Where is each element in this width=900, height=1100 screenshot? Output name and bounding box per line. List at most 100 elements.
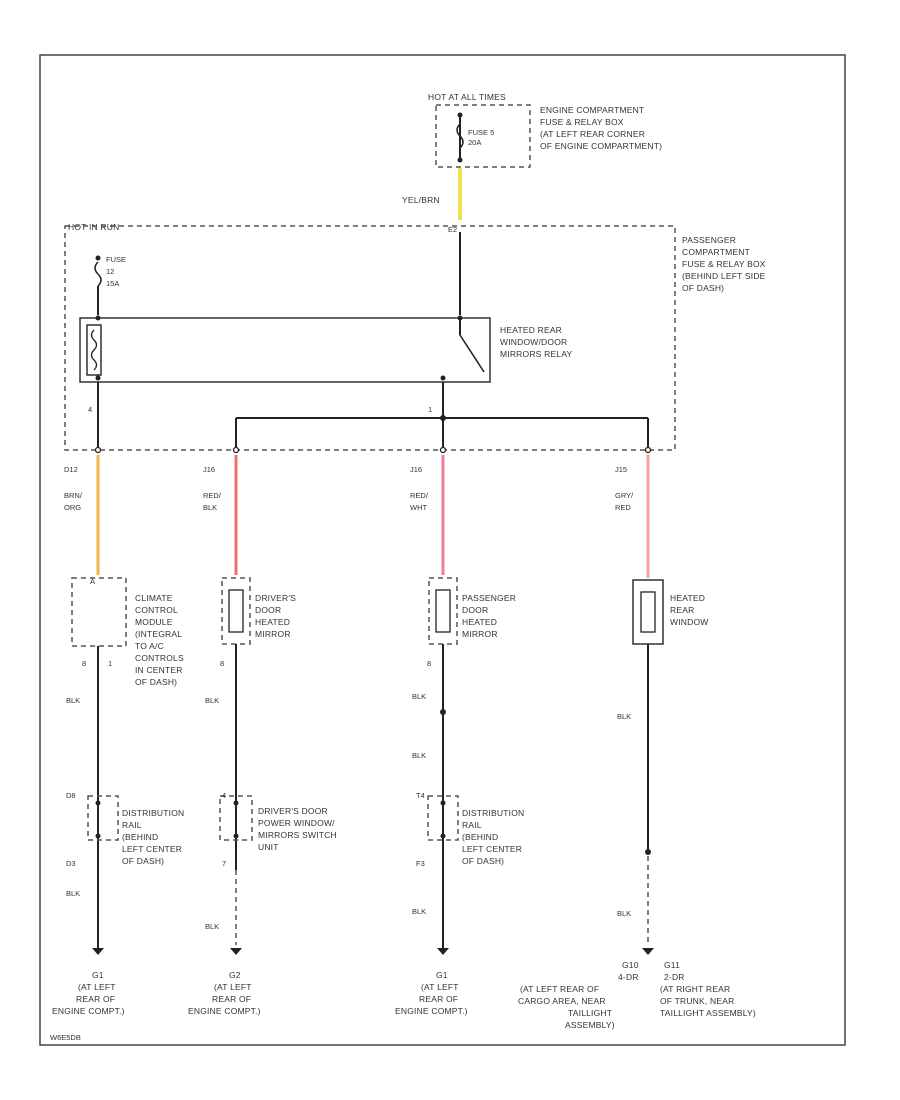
col2-ground-line-2: (AT LEFT: [214, 982, 252, 992]
passenger-fuse-box: [64, 225, 676, 451]
yel-brn-label: YEL/BRN: [402, 195, 440, 205]
col4-wire-color-2: RED: [615, 503, 631, 512]
col3-gnd-wire-color: BLK: [412, 692, 426, 701]
col3-distribution-rail: [427, 795, 459, 841]
pcb-box-line-3: FUSE & RELAY BOX: [682, 259, 766, 269]
passenger-mirror-heater: [435, 589, 451, 633]
col2-ground-line-3: REAR OF: [212, 994, 251, 1004]
col1-dist-line-5: OF DASH): [122, 856, 164, 866]
pcb-box-line-1: PASSENGER: [682, 235, 736, 245]
col1-dist-line-4: LEFT CENTER: [122, 844, 182, 854]
fuse12-symbol: [94, 261, 102, 287]
col4-ground-right-line-2: 2-DR: [664, 972, 685, 982]
col3-dist-line-4: LEFT CENTER: [462, 844, 522, 854]
climate-control-module: [71, 577, 127, 647]
col1-dist-terminal-bottom: [95, 833, 101, 839]
col4-connector: J15: [615, 465, 627, 474]
fuse12-rating: 15A: [106, 279, 119, 288]
col3-ground-line-2: (AT LEFT: [421, 982, 459, 992]
engine-box-line-3: (AT LEFT REAR CORNER: [540, 129, 645, 139]
col1-gnd-wire-color: BLK: [66, 696, 80, 705]
col1-comp-line-5: TO A/C: [135, 641, 164, 651]
fuse12-terminal-top: [95, 255, 101, 261]
fuse5-symbol: [456, 123, 464, 149]
col3-ground-line-4: ENGINE COMPT.): [395, 1006, 468, 1016]
col3-wire-color-2: WHT: [410, 503, 427, 512]
col2-comp-line-3: HEATED: [255, 617, 290, 627]
col2-comp-line-1: DRIVER'S: [255, 593, 296, 603]
col4-ground-left-line-4: CARGO AREA, NEAR: [518, 996, 606, 1006]
connector-marker-col4: [644, 446, 652, 454]
col1-dist-line-1: DISTRIBUTION: [122, 808, 184, 818]
col1-dist-line-2: RAIL: [122, 820, 142, 830]
col2-switch-unit: [219, 795, 253, 841]
col1-top-pin-mark: A: [90, 577, 95, 586]
col3-ground-line-1: G1: [436, 970, 448, 980]
col4-ground-left-line-5: TAILLIGHT: [568, 1008, 612, 1018]
coil-terminal-bottom: [95, 375, 101, 381]
col2-pin: 8: [220, 659, 224, 668]
col3-ground-symbol: [437, 948, 449, 955]
col2-dist-line-3: MIRRORS SWITCH: [258, 830, 337, 840]
col3-connector: J16: [410, 465, 422, 474]
col3-gnd-wire-color-2: BLK: [412, 907, 426, 916]
col2-dist-line-4: UNIT: [258, 842, 279, 852]
col1-comp-line-2: CONTROL: [135, 605, 178, 615]
fuse12-name: FUSE: [106, 255, 126, 264]
coil-pin-label: 4: [88, 405, 92, 414]
pcb-box-line-4: (BEHIND LEFT SIDE: [682, 271, 766, 281]
col2-switch-terminal-bottom: [233, 833, 239, 839]
col1-gnd-wire-color-2: BLK: [66, 889, 80, 898]
col1-dist-top: D8: [66, 791, 76, 800]
col1-wire-color-2: ORG: [64, 503, 81, 512]
engine-box-line-2: FUSE & RELAY BOX: [540, 117, 624, 127]
col1-ground-line-4: ENGINE COMPT.): [52, 1006, 125, 1016]
fuse5-rating: 20A: [468, 138, 481, 147]
footer-code: W6E5DB: [50, 1033, 81, 1042]
fuse12-number: 12: [106, 267, 114, 276]
col2-ground-line-1: G2: [229, 970, 241, 980]
relay-label-line-2: WINDOW/DOOR: [500, 337, 567, 347]
fuse5-terminal-bottom: [457, 157, 463, 163]
col3-comp-line-4: MIRROR: [462, 629, 498, 639]
heated-rear-window-box: [632, 579, 664, 645]
relay-body: [79, 317, 491, 383]
col2-gnd-wire-color: BLK: [205, 696, 219, 705]
col4-ground-right-line-4: OF TRUNK, NEAR: [660, 996, 734, 1006]
col2-wire-color-2: BLK: [203, 503, 217, 512]
col4-ground-left-line-1: G10: [622, 960, 639, 970]
engine-box-line-4: OF ENGINE COMPARTMENT): [540, 141, 662, 151]
col4-ground-right-line-1: G11: [664, 960, 680, 970]
drivers-mirror-box: [221, 577, 251, 645]
col1-ground-symbol: [92, 948, 104, 955]
col1-wire-color-1: BRN/: [64, 491, 83, 500]
col4-gnd-wire-color-2: BLK: [617, 909, 631, 918]
relay-switch-arm: [459, 334, 485, 373]
col1-dist-line-3: (BEHIND: [122, 832, 158, 842]
col4-comp-line-3: WINDOW: [670, 617, 709, 627]
relay-out-pin: 1: [428, 405, 432, 414]
col4-ground-left-line-6: ASSEMBLY): [565, 1020, 615, 1030]
col1-ground-line-3: REAR OF: [76, 994, 115, 1004]
col3-comp-line-3: HEATED: [462, 617, 497, 627]
col4-ground-left-line-3: (AT LEFT REAR OF: [520, 984, 599, 994]
col1-ground-line-2: (AT LEFT: [78, 982, 116, 992]
fuse5-name: FUSE 5: [468, 128, 494, 137]
col3-wire-color-1: RED/: [410, 491, 429, 500]
switch-terminal-bottom: [440, 375, 446, 381]
col1-dist-terminal-top: [95, 800, 101, 806]
col1-dist-bottom: D3: [66, 859, 76, 868]
col3-dist-terminal-top: [440, 800, 446, 806]
col4-wire-color-1: GRY/: [615, 491, 634, 500]
col2-dist-bottom: 7: [222, 859, 226, 868]
col2-comp-line-4: MIRROR: [255, 629, 291, 639]
engine-fuse-box: [435, 104, 531, 168]
connector-marker-col2: [232, 446, 240, 454]
col1-comp-line-7: IN CENTER: [135, 665, 183, 675]
col1-comp-line-4: (INTEGRAL: [135, 629, 182, 639]
col4-splice: [645, 849, 651, 855]
col4-ground-right-line-3: (AT RIGHT REAR: [660, 984, 730, 994]
col1-comp-line-1: CLIMATE: [135, 593, 173, 603]
col4-comp-line-2: REAR: [670, 605, 694, 615]
